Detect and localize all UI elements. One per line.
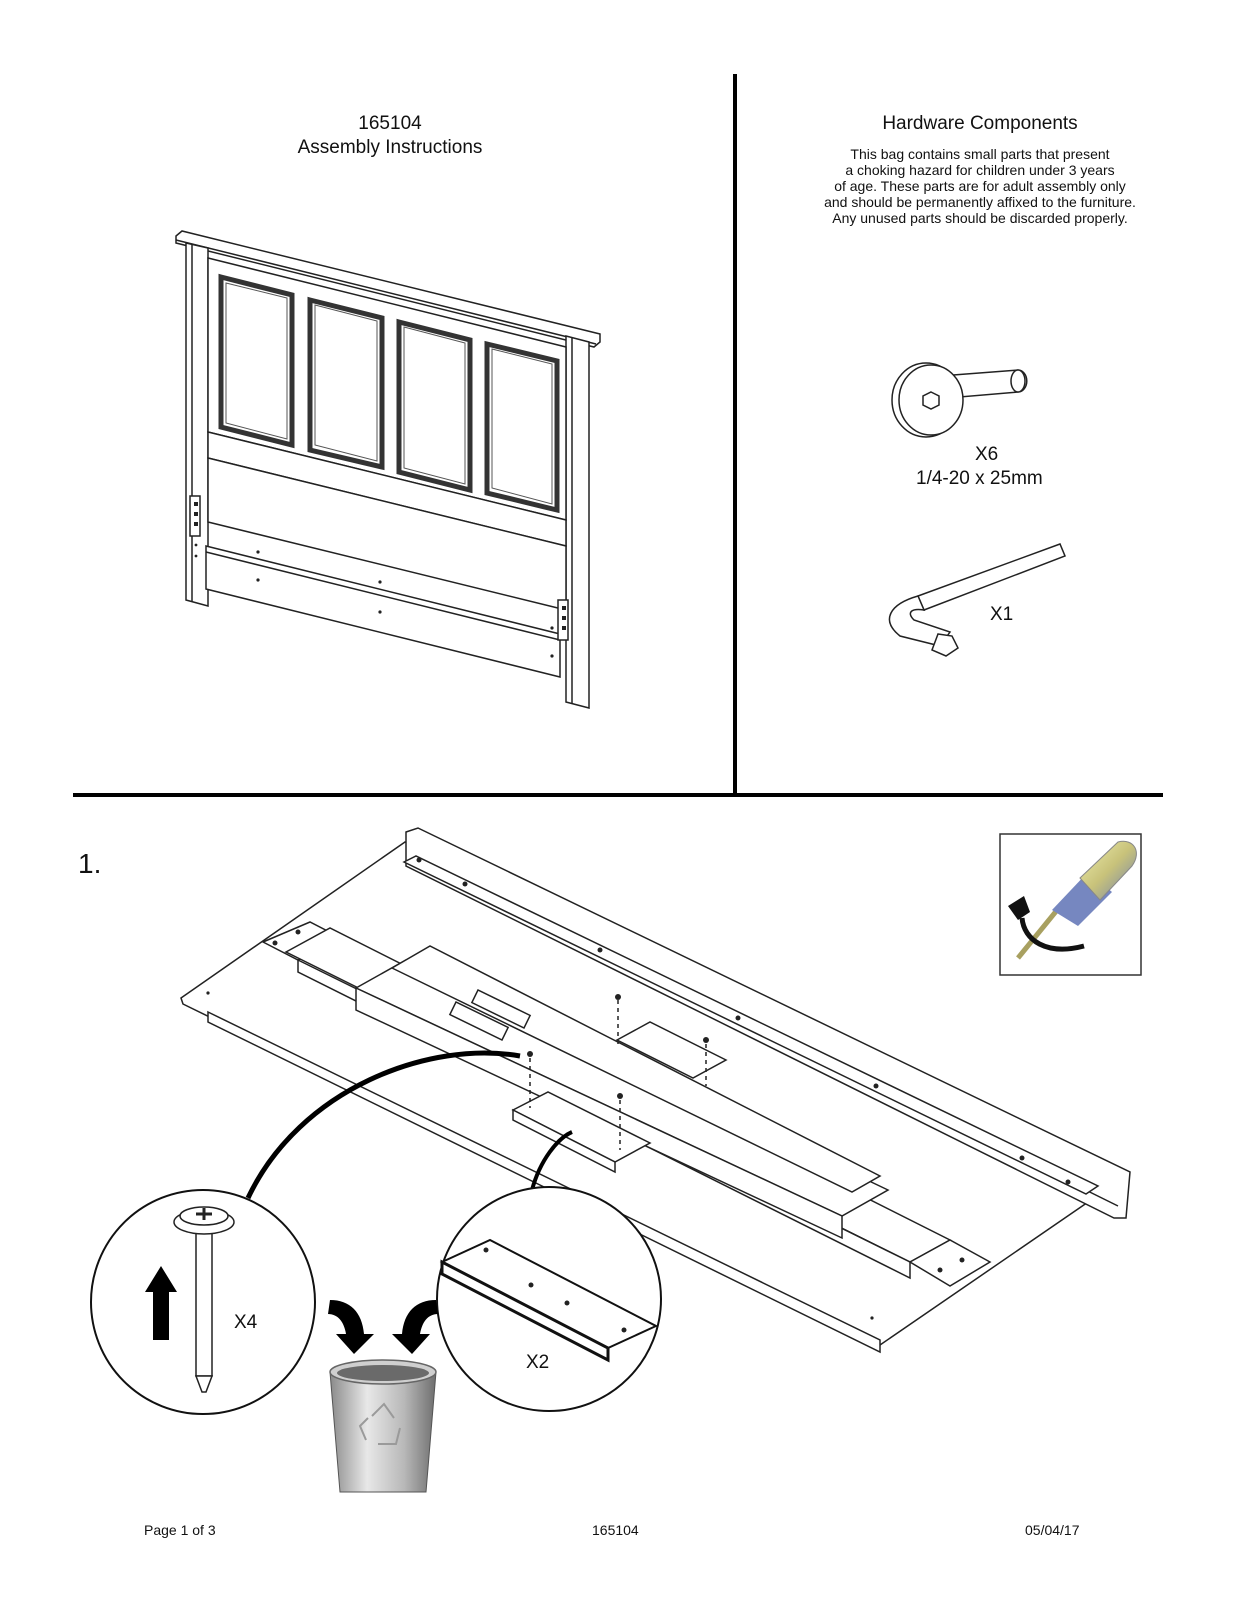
title-block: 165104 Assembly Instructions xyxy=(180,112,600,160)
doc-title: Assembly Instructions xyxy=(297,137,483,158)
horizontal-divider xyxy=(73,793,1163,797)
recycle-bin-icon xyxy=(329,1359,437,1493)
hex-bolt-icon xyxy=(891,362,1028,438)
warning-line: and should be permanently affixed to the… xyxy=(824,194,1136,210)
screw-callout-quantity: X4 xyxy=(234,1312,258,1333)
headboard-illustration xyxy=(175,230,601,709)
warning-line: Any unused parts should be discarded pro… xyxy=(832,210,1128,226)
vertical-divider xyxy=(733,74,737,796)
bolt-size: 1/4-20 x 25mm xyxy=(916,468,1043,489)
footer-page: Page 1 of 3 xyxy=(144,1522,216,1538)
allen-key-icon xyxy=(888,543,1066,657)
screwdriver-icon xyxy=(999,833,1142,976)
step1-board-illustration xyxy=(180,827,1131,1354)
discard-arrows xyxy=(328,1300,438,1354)
footer-date: 05/04/17 xyxy=(1025,1522,1080,1538)
model-number: 165104 xyxy=(358,113,422,134)
block-callout-circle xyxy=(436,1186,662,1412)
warning-line: a choking hazard for children under 3 ye… xyxy=(845,162,1115,178)
warning-line: of age. These parts are for adult assemb… xyxy=(834,178,1126,194)
hardware-title: Hardware Components xyxy=(882,113,1078,134)
bolt-quantity: X6 xyxy=(975,444,999,465)
block-callout-quantity: X2 xyxy=(526,1352,550,1373)
warning-line: This bag contains small parts that prese… xyxy=(850,146,1110,162)
choking-warning: This bag contains small parts that prese… xyxy=(770,146,1190,226)
footer-model: 165104 xyxy=(592,1522,639,1538)
allen-key-quantity: X1 xyxy=(990,604,1014,625)
screw-callout-circle xyxy=(90,1189,316,1415)
step-number: 1. xyxy=(78,848,102,879)
